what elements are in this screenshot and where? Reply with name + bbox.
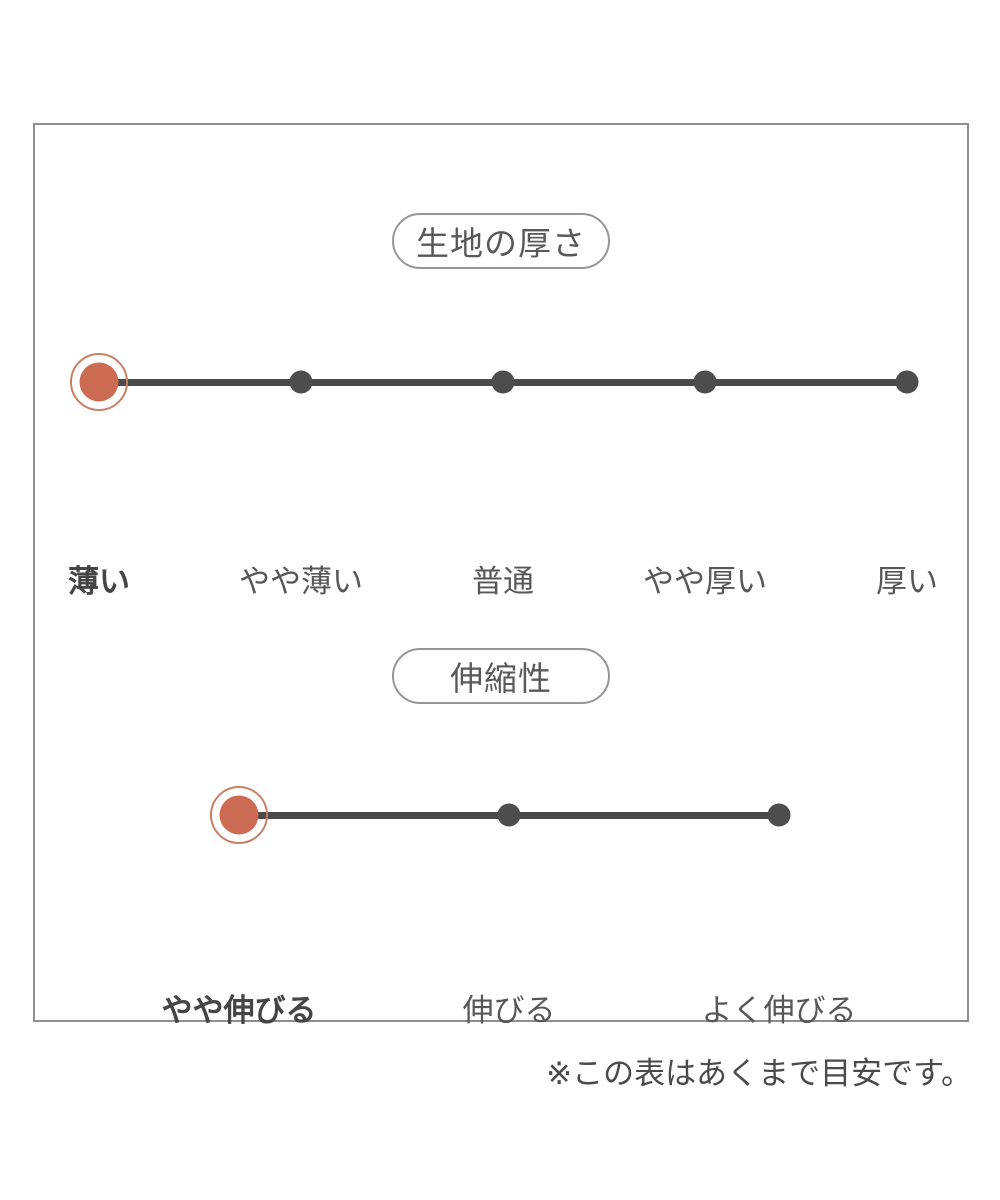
thickness-point-5 [895,370,919,394]
stretch-point-3 [767,803,791,827]
stretch-title-pill: 伸縮性 [392,648,610,704]
thickness-label-somewhat-thick: やや厚い [643,564,767,599]
stretch-point-selected [219,795,259,835]
stretch-label-somewhat: やや伸びる [161,993,317,1028]
disclaimer-note: ※この表はあくまで目安です。 [546,1056,972,1091]
thickness-point-selected [79,362,119,402]
thickness-label-thick: 厚い [876,564,938,599]
thickness-title: 生地の厚さ [416,225,586,262]
thickness-selected-ring [70,353,128,411]
thickness-point-3 [491,370,515,394]
thickness-title-pill: 生地の厚さ [392,213,610,269]
thickness-label-thin: 薄い [68,564,130,599]
thickness-point-2 [289,370,313,394]
thickness-label-normal: 普通 [472,564,534,599]
thickness-label-somewhat-thin: やや薄い [239,564,363,599]
stretch-title: 伸縮性 [450,660,552,697]
spec-chart-frame: 生地の厚さ 薄い やや薄い 普通 やや厚い 厚い 伸縮性 やや伸びる 伸びる よ… [33,123,969,1028]
thickness-point-4 [693,370,717,394]
stretch-label-stretches-well: よく伸びる [701,993,857,1028]
stretch-point-2 [497,803,521,827]
stretch-label-stretches: 伸びる [462,993,556,1028]
stretch-selected-ring [210,786,268,844]
